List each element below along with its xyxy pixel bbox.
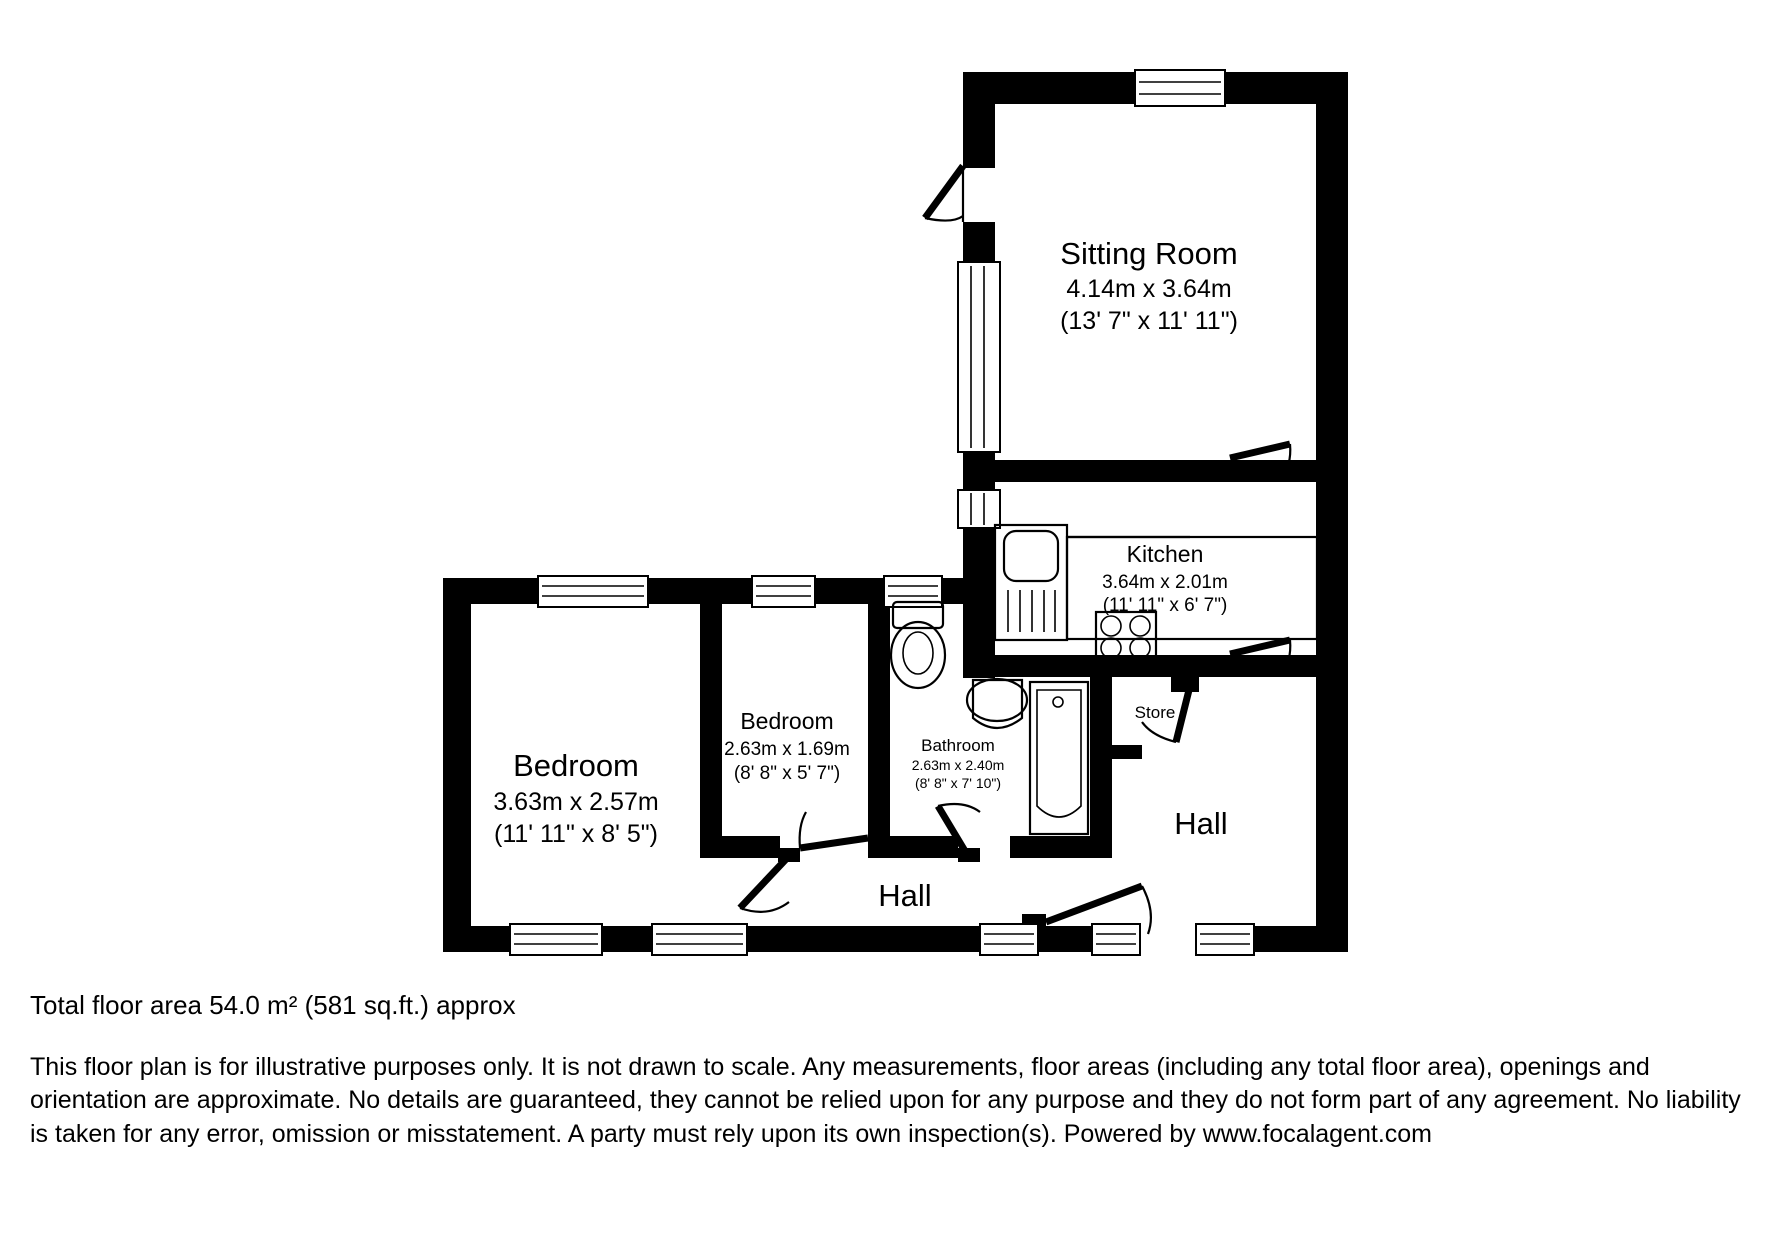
- door-kitchen-hall: [1229, 636, 1292, 676]
- label-sitting-room-name: Sitting Room: [1060, 236, 1237, 271]
- door-bedroom1: [737, 853, 792, 913]
- bathroom-fixtures: [889, 600, 1090, 836]
- label-bathroom-imperial: (8' 8" x 7' 10"): [915, 775, 1001, 791]
- label-bathroom-metric: 2.63m x 2.40m: [912, 757, 1005, 773]
- door-stop-store: [1171, 676, 1199, 692]
- wall-sitting-kitchen-divider-right: [1218, 460, 1318, 482]
- drainer-icon: [1007, 590, 1056, 632]
- wall-sitting-kitchen-divider: [963, 460, 1218, 482]
- wall-bathroom-bottom-2: [1010, 836, 1112, 858]
- windows: [509, 69, 1255, 956]
- label-bedroom2-imperial: (8' 8" x 5' 7"): [734, 763, 840, 784]
- disclaimer-text: This floor plan is for illustrative purp…: [30, 1053, 1741, 1148]
- wall-store-nib: [1112, 745, 1142, 759]
- footer-text-block: Total floor area 54.0 m² (581 sq.ft.) ap…: [30, 990, 1750, 1151]
- wall-bedroom2-bathroom: [868, 578, 890, 848]
- door-bathroom: [934, 802, 981, 858]
- window-bottom-5: [1195, 923, 1255, 956]
- window-bottom-3: [979, 923, 1039, 956]
- wall-left-sitting-lower-stub: [963, 222, 995, 262]
- kitchen-counter: [993, 523, 1069, 642]
- total-floor-area-text: Total floor area 54.0 m² (581 sq.ft.) ap…: [30, 990, 516, 1020]
- wall-bottom-1: [443, 926, 513, 952]
- label-bedroom2-name: Bedroom: [740, 708, 833, 734]
- wall-right-exterior: [1316, 72, 1348, 952]
- label-hall-lower: Hall: [878, 878, 931, 913]
- label-sitting-room-imperial: (13' 7" x 11' 11"): [1060, 307, 1238, 335]
- window-sitting-left-tall: [957, 261, 1001, 453]
- sink-icon: [1002, 529, 1060, 583]
- label-sitting-room-metric: 4.14m x 3.64m: [1066, 275, 1231, 303]
- doors: [737, 163, 1292, 935]
- door-sitting-external: [922, 163, 966, 222]
- label-bedroom2-metric: 2.63m x 1.69m: [724, 739, 850, 760]
- window-bottom-1: [509, 923, 603, 956]
- floor-plan-canvas: Sitting Room 4.14m x 3.64m (13' 7" x 11'…: [443, 69, 1348, 956]
- wall-kitchen-hall-divider: [963, 655, 1218, 677]
- label-bathroom-name: Bathroom: [921, 736, 995, 755]
- hob-icon: [1094, 610, 1158, 662]
- door-entrance: [1044, 882, 1153, 935]
- label-store: Store: [1135, 703, 1176, 722]
- label-kitchen-metric: 3.64m x 2.01m: [1102, 572, 1228, 593]
- wall-structure: [443, 72, 1348, 952]
- wall-left-sitting-bottom-stub2: [963, 525, 995, 585]
- window-sitting-top: [1134, 69, 1226, 107]
- label-bedroom1-name: Bedroom: [513, 748, 639, 783]
- wall-bedroom2-bottom-stub: [868, 836, 890, 858]
- wall-bottom-2: [600, 926, 655, 952]
- door-sitting-hall: [1229, 440, 1292, 480]
- wall-left-lower-exterior: [443, 578, 471, 952]
- window-kitchen-left-small: [957, 489, 1001, 529]
- window-bedroom2-top: [751, 575, 816, 608]
- basin-icon: [965, 677, 1029, 730]
- label-bedroom1-metric: 3.63m x 2.57m: [493, 788, 658, 816]
- window-bottom-2: [651, 923, 748, 956]
- wall-bottom-5: [1250, 926, 1348, 952]
- wall-bottom-3: [745, 926, 983, 952]
- door-bedroom2: [798, 811, 869, 852]
- wall-bathroom-bottom-1: [868, 836, 958, 858]
- wall-kitchen-hall-divider-right: [1218, 655, 1318, 677]
- window-bottom-4: [1091, 923, 1141, 956]
- wall-junction-right: [963, 578, 995, 678]
- door-store: [1141, 685, 1194, 744]
- wall-bottom-4: [1035, 926, 1095, 952]
- wall-bedroom1-bottom: [700, 836, 780, 858]
- wall-bedroom1-bedroom2: [700, 578, 722, 848]
- toilet-icon: [889, 600, 947, 690]
- floor-plan-drawing: Sitting Room 4.14m x 3.64m (13' 7" x 11'…: [443, 69, 1348, 956]
- label-hall-right: Hall: [1174, 806, 1227, 841]
- kitchen-fixtures: [993, 523, 1319, 662]
- window-bedroom1-top: [537, 575, 649, 608]
- label-kitchen-imperial: (11' 11" x 6' 7"): [1103, 595, 1228, 616]
- wall-bathroom-hall: [1090, 677, 1112, 857]
- label-kitchen-name: Kitchen: [1127, 541, 1204, 567]
- kitchen-worktop: [1065, 535, 1319, 641]
- room-labels: Sitting Room 4.14m x 3.64m (13' 7" x 11'…: [493, 236, 1238, 913]
- bath-icon: [1028, 680, 1090, 836]
- label-bedroom1-imperial: (11' 11" x 8' 5"): [494, 820, 658, 848]
- wall-left-sitting-upper: [963, 72, 995, 168]
